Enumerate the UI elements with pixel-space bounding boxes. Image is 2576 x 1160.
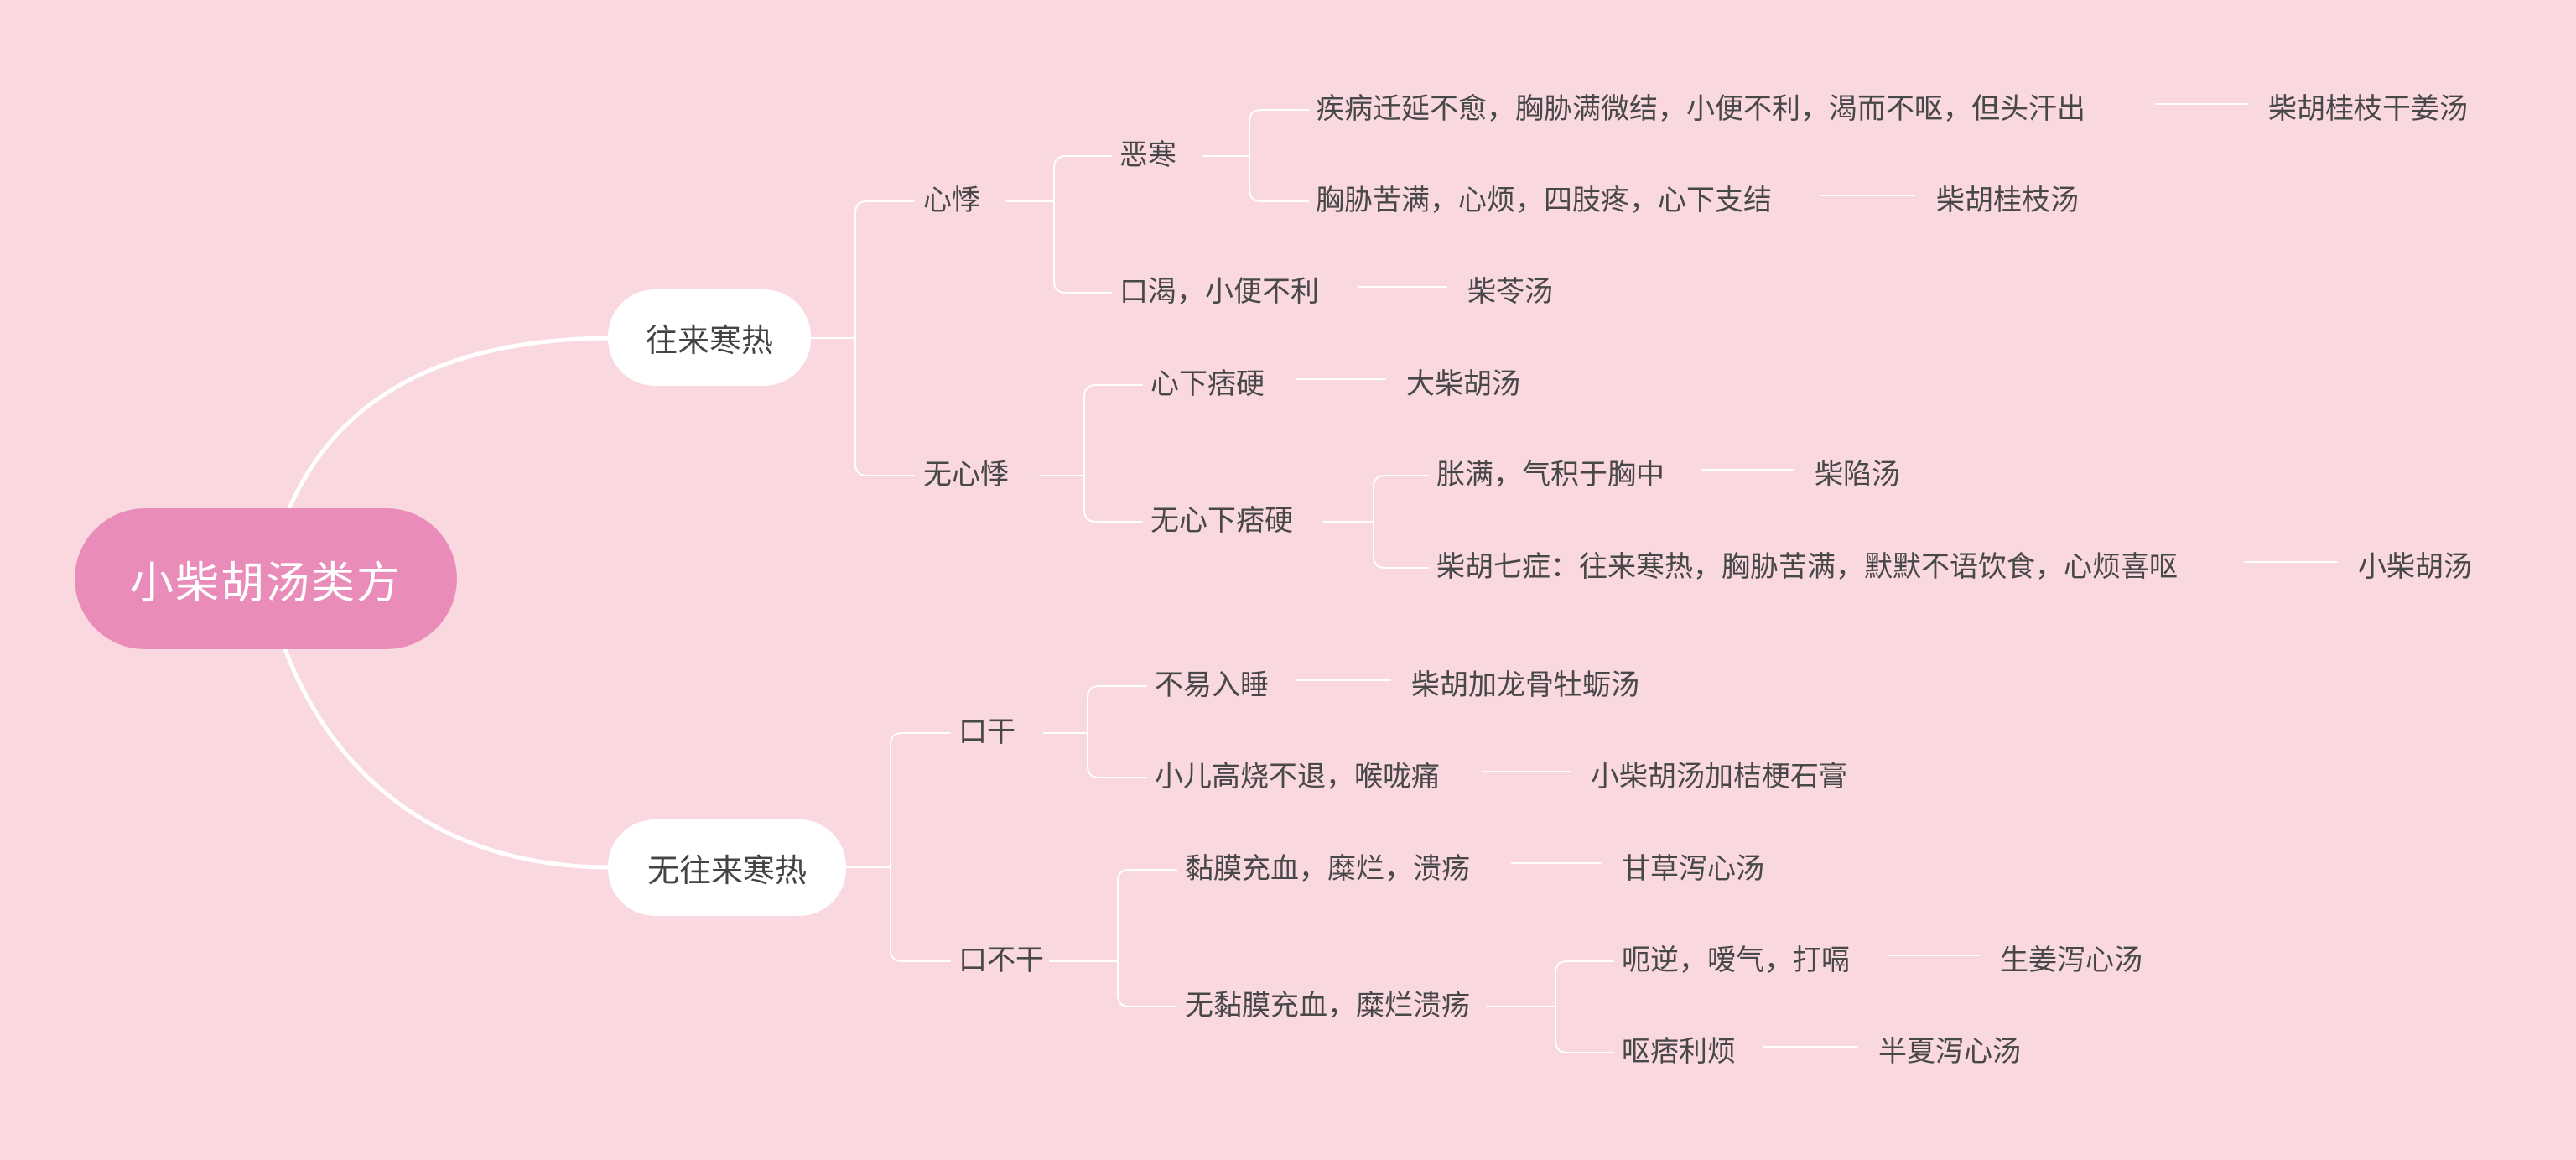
formula-xiao-chaihu-tang-jia-jiegeng-shigao: 小柴胡汤加桔梗石膏 (1591, 760, 1847, 793)
formula-xiao-chaihu-tang: 小柴胡汤 (2358, 550, 2472, 584)
node-wuxinji: 无心悸 (923, 458, 1009, 492)
node-zhangman: 胀满，气积于胸中 (1436, 458, 1665, 492)
formula-chaihu-guizhi-ganjiang-tang: 柴胡桂枝干姜汤 (2268, 92, 2468, 126)
root-topic: 小柴胡汤类方 (75, 508, 457, 649)
connector-line (890, 732, 903, 962)
node-wu-xinxia-piying: 无心下痞硬 (1150, 504, 1293, 538)
node-oupi-lifan: 呕痞利烦 (1622, 1035, 1736, 1069)
formula-shengjiang-xiexin-tang: 生姜泻心汤 (2000, 944, 2142, 977)
connector-line (1373, 475, 1386, 569)
branch-wanglaihanre: 往来寒热 (608, 289, 811, 386)
node-eni: 呃逆，嗳气，打嗝 (1622, 944, 1850, 977)
node-xiongxie-kuman: 胸胁苦满，心烦，四肢疼，心下支结 (1316, 184, 1772, 217)
connector-line (287, 336, 610, 511)
formula-chaixian-tang: 柴陷汤 (1815, 458, 1900, 492)
connector-line (1555, 960, 1568, 1053)
formula-chaihu-jia-longgu-muli-tang: 柴胡加龙骨牡蛎汤 (1411, 668, 1639, 702)
formula-chailing-tang: 柴苓汤 (1467, 275, 1553, 309)
node-xinxia-piying: 心下痞硬 (1150, 367, 1265, 401)
node-xinji: 心悸 (923, 184, 980, 217)
node-chaihu-qizheng: 柴胡七症：往来寒热，胸胁苦满，默默不语饮食，心烦喜呕 (1436, 550, 2178, 584)
node-kougan: 口干 (958, 715, 1015, 749)
formula-gancao-xiexin-tang: 甘草泻心汤 (1622, 852, 1764, 886)
branch-wuwanglaihanre: 无往来寒热 (608, 819, 846, 916)
connector-line (1083, 384, 1097, 523)
node-xiaoer-gaoshao: 小儿高烧不退，喉咙痛 (1155, 760, 1440, 793)
node-wu-nianmo-chongxue: 无黏膜充血，糜烂溃疡 (1185, 989, 1470, 1022)
node-nianmo-chongxue: 黏膜充血，糜烂，溃疡 (1185, 852, 1470, 886)
formula-chaihu-guizhi-tang: 柴胡桂枝汤 (1936, 184, 2079, 217)
connector-line (1117, 869, 1130, 1007)
connector-line (1249, 109, 1262, 202)
node-kouke: 口渴，小便不利 (1119, 275, 1319, 309)
formula-banxia-xiexin-tang: 半夏泻心汤 (1878, 1035, 2021, 1069)
connector-line (1087, 685, 1100, 778)
node-wuhan: 恶寒 (1119, 138, 1176, 172)
node-kou-bugan: 口不干 (958, 944, 1044, 977)
connector-line (283, 647, 610, 870)
formula-da-chaihu-tang: 大柴胡汤 (1406, 367, 1520, 401)
connector-line (854, 200, 868, 476)
connector-line (1053, 155, 1067, 294)
node-buyi-rushui: 不易入睡 (1155, 668, 1269, 702)
node-jibing-qianyan: 疾病迁延不愈，胸胁满微结，小便不利，渴而不呕，但头汗出 (1316, 92, 2085, 126)
